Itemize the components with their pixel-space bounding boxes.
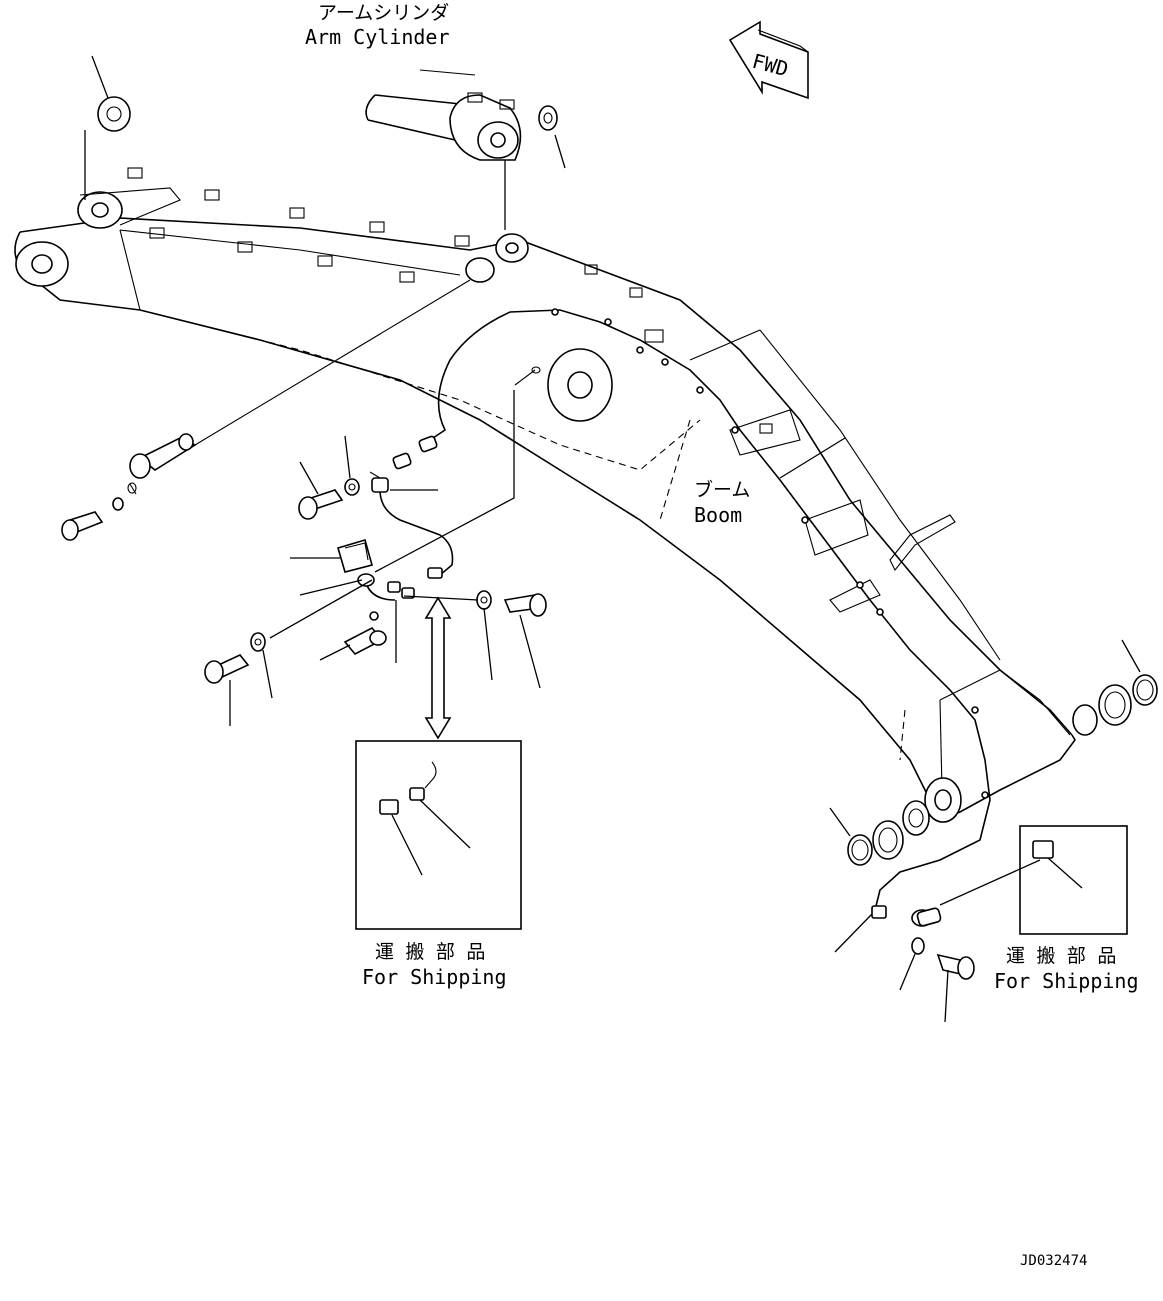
sensor-connectors — [369, 435, 438, 493]
fwd-label: FWD — [750, 49, 791, 82]
bolt-far-left — [61, 482, 137, 541]
bolt-upper-middle — [298, 478, 360, 520]
boom-pin — [129, 279, 471, 479]
shipping-box-right — [1019, 825, 1128, 935]
bolt-lower-center — [476, 590, 547, 617]
bushings-right — [829, 639, 1158, 866]
shipping-right-en-label: For Shipping — [994, 969, 1139, 993]
arm-cylinder-en-label: Arm Cylinder — [305, 25, 450, 49]
fwd-arrow: FWD — [728, 20, 809, 100]
shipping-left-jp-label: 運 搬 部 品 — [375, 941, 485, 963]
double-arrow — [424, 596, 452, 740]
shipping-box-left — [355, 740, 522, 930]
boom-jp-label: ブーム — [694, 478, 750, 501]
arm-cylinder-jp-label: アームシリンダ — [318, 2, 449, 24]
lower-right-parts — [834, 859, 1041, 1023]
boom-structure — [14, 167, 1076, 823]
arm-cylinder — [365, 69, 522, 161]
leader-lines — [84, 55, 846, 726]
controller-box — [337, 539, 375, 587]
boom-en-label: Boom — [694, 503, 742, 527]
drawing-id-label: JD032474 — [1020, 1253, 1087, 1269]
shipping-left-en-label: For Shipping — [362, 965, 507, 989]
clip-parts — [343, 567, 443, 656]
bolt-lower-left — [204, 632, 266, 684]
shipping-right-jp-label: 運 搬 部 品 — [1006, 945, 1116, 967]
harness-wire — [364, 308, 991, 911]
washer-top-left — [97, 96, 131, 132]
washer-top-right — [538, 105, 558, 131]
